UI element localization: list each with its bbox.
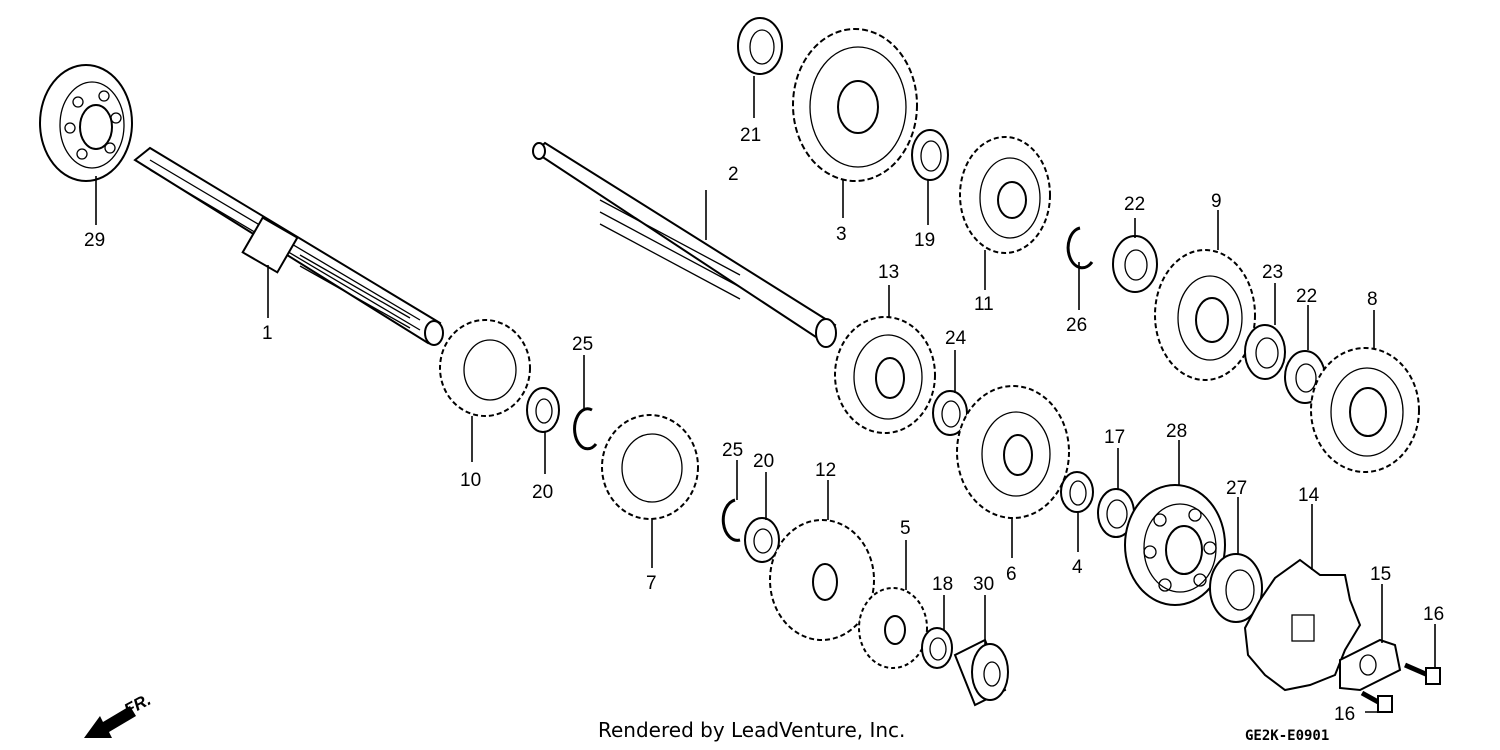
callout-22b: 22 — [1296, 286, 1317, 307]
callout-20b: 20 — [753, 451, 774, 472]
callout-27: 27 — [1226, 478, 1247, 499]
leader-lines — [95, 76, 1436, 713]
part-11-gear — [959, 136, 1051, 254]
callout-6: 6 — [1006, 564, 1017, 585]
part-2-countershaft — [532, 141, 837, 348]
part-13-gear — [834, 316, 936, 434]
part-18-washer — [921, 627, 953, 669]
part-16-bolt-lower — [1360, 690, 1393, 713]
part-23-bushing — [1244, 324, 1286, 380]
part-30-bearing — [953, 638, 1009, 707]
callout-19: 19 — [914, 230, 935, 251]
callout-1: 1 — [262, 323, 273, 344]
callout-16b: 16 — [1334, 704, 1355, 725]
callout-22: 22 — [1124, 194, 1145, 215]
part-25-circlip-right — [721, 498, 741, 542]
part-10-gear — [439, 319, 531, 417]
part-21-washer — [737, 17, 783, 75]
callout-21: 21 — [740, 125, 761, 146]
part-26-circlip — [1066, 226, 1094, 270]
callout-5: 5 — [900, 518, 911, 539]
part-9-gear — [1154, 249, 1256, 381]
callout-18: 18 — [932, 574, 953, 595]
callout-13: 13 — [878, 262, 899, 283]
part-6-gear — [956, 385, 1070, 519]
part-20-washer-left — [526, 387, 560, 433]
diagram-code: GE2K-E0901 — [1245, 728, 1330, 744]
part-4-bushing — [1060, 471, 1094, 513]
callout-25b: 25 — [722, 440, 743, 461]
part-16-bolt-upper — [1404, 662, 1441, 685]
part-15-fixing-plate — [1339, 638, 1402, 692]
part-8-gear — [1310, 347, 1420, 473]
callout-15: 15 — [1370, 564, 1391, 585]
callout-8: 8 — [1367, 289, 1378, 310]
credit-text: Rendered by LeadVenture, Inc. — [598, 718, 906, 742]
part-7-gear — [601, 414, 699, 520]
callout-labels: 29 1 2 3 21 19 11 26 22 9 23 22 8 13 24 … — [84, 125, 1444, 725]
part-20-washer-right — [744, 517, 780, 563]
callout-24: 24 — [945, 328, 967, 349]
callout-26: 26 — [1066, 315, 1087, 336]
part-1-mainshaft — [133, 146, 444, 346]
callout-12: 12 — [815, 460, 836, 481]
part-28-bearing — [1124, 484, 1226, 606]
callout-3: 3 — [836, 224, 847, 245]
callout-11: 11 — [974, 294, 994, 315]
part-5-gear — [858, 587, 928, 669]
front-direction-arrow-icon: FR. — [84, 690, 154, 738]
part-14-drive-sprocket — [1243, 558, 1362, 692]
part-3-gear — [792, 28, 918, 182]
callout-2: 2 — [728, 164, 739, 185]
part-29-bearing — [39, 64, 133, 182]
part-25-circlip-left — [573, 407, 598, 451]
callout-9: 9 — [1211, 191, 1222, 212]
callout-28: 28 — [1166, 421, 1187, 442]
callout-16: 16 — [1423, 604, 1444, 625]
callout-10: 10 — [460, 470, 481, 491]
callout-7: 7 — [646, 573, 657, 594]
callout-23: 23 — [1262, 262, 1283, 283]
callout-30: 30 — [973, 574, 994, 595]
callout-17: 17 — [1104, 427, 1125, 448]
part-19-washer — [911, 129, 949, 181]
callout-29: 29 — [84, 230, 105, 251]
callout-20: 20 — [532, 482, 553, 503]
callout-4: 4 — [1072, 557, 1083, 578]
callout-14: 14 — [1298, 485, 1320, 506]
callout-25: 25 — [572, 334, 593, 355]
part-22-washer-upper — [1112, 235, 1158, 293]
part-27-oil-seal — [1209, 553, 1263, 623]
part-12-gear — [769, 519, 875, 641]
